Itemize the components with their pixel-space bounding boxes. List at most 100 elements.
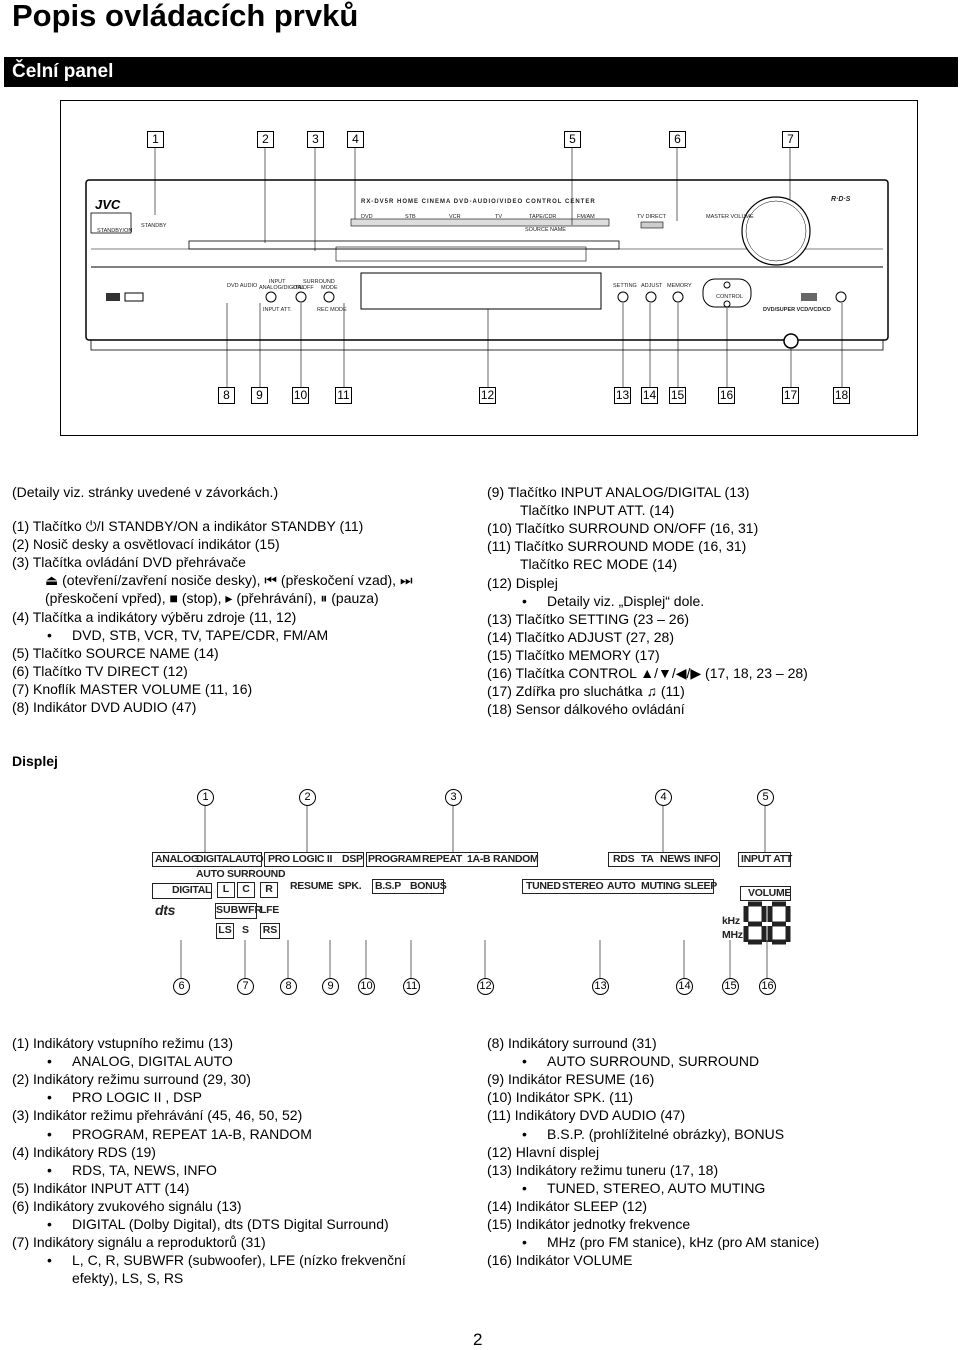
list-item: (8) Indikátor DVD AUDIO (47) (12, 699, 197, 715)
callout: 2 (299, 789, 316, 806)
callout: 1 (147, 131, 164, 148)
list-item: (5) Indikátor INPUT ATT (14) (12, 1179, 190, 1196)
list-item: (3) Tlačítka ovládání DVD přehrávače (12, 554, 246, 571)
list-item: RDS, TA, NEWS, INFO (47, 1161, 217, 1179)
callout: 7 (782, 131, 799, 148)
callout: 13 (592, 978, 609, 995)
khz-indicator: kHz (722, 915, 740, 927)
list-item: AUTO SURROUND, SURROUND (522, 1052, 759, 1070)
callout: 8 (218, 387, 235, 404)
speaker-ls: LS (216, 923, 234, 939)
display-leaders (180, 806, 791, 978)
callout: 6 (669, 131, 686, 148)
speaker-r: R (260, 882, 278, 898)
list-item: (9) Tlačítko INPUT ANALOG/DIGITAL (13) (487, 484, 750, 500)
list-item: MHz (pro FM stanice), kHz (pro AM stanic… (522, 1233, 819, 1251)
analog-digital-label: ANALOG/DIGITAL (259, 285, 305, 291)
list-item: (4) Indikátory RDS (19) (12, 1143, 156, 1160)
page-title: Popis ovládacích prvků (12, 0, 359, 33)
callout: 7 (237, 978, 254, 995)
list-item: (4) Tlačítka a indikátory výběru zdroje … (12, 608, 297, 625)
list-item: (10) Indikátor SPK. (11) (487, 1089, 634, 1106)
pro-logic-indicator: PRO LOGIC II (268, 853, 333, 865)
callout: 8 (280, 978, 297, 995)
callout: 1 (197, 789, 214, 806)
input-att-label: INPUT ATT. (263, 307, 292, 313)
callout: 3 (445, 789, 462, 806)
list-item: (9) Indikátor RESUME (16) (487, 1071, 655, 1088)
callout: 10 (358, 978, 375, 995)
resume-indicator: RESUME (290, 880, 334, 892)
dvd-formats-label: DVD/SUPER VCD/VCD/CD (763, 307, 831, 313)
source-stb: STB (405, 214, 416, 220)
input-label: INPUT (269, 279, 286, 285)
list-item: (5) Tlačítko SOURCE NAME (14) (12, 644, 219, 661)
list-item: Tlačítko REC MODE (14) (520, 556, 678, 573)
ta-indicator: TA (641, 853, 654, 865)
callout: 14 (641, 387, 658, 404)
tv-direct-label: TV DIRECT (637, 214, 667, 220)
dolby-digital-indicator: DIGITAL (172, 884, 212, 896)
control-label: CONTROL (716, 294, 743, 300)
callout: 5 (564, 131, 581, 148)
bonus-indicator: BONUS (410, 880, 447, 892)
list-item: (15) Tlačítko MEMORY (17) (487, 646, 660, 663)
rds-indicator: RDS (613, 853, 635, 865)
callout: 4 (347, 131, 364, 148)
list-item: (6) Tlačítko TV DIRECT (12) (12, 662, 188, 679)
callout: 17 (782, 387, 799, 404)
info-indicator: INFO (694, 853, 718, 865)
page-number: 2 (473, 1330, 483, 1349)
on-off-label: ON/OFF (293, 285, 314, 291)
setting-label: SETTING (613, 283, 637, 289)
program-indicator: PROGRAM (368, 853, 421, 865)
list-item: DVD, STB, VCR, TV, TAPE/CDR, FM/AM (47, 626, 328, 644)
source-fmam: FM/AM (577, 214, 595, 220)
speaker-rs: RS (260, 923, 280, 939)
list-item: efekty), LS, S, RS (72, 1270, 184, 1287)
front-panel-figure: 1 2 3 4 5 6 7 8 9 10 11 12 13 14 15 16 1… (60, 100, 918, 436)
analog-indicator: ANALOG (155, 853, 199, 865)
sleep-indicator: SLEEP (684, 880, 717, 892)
list-item: L, C, R, SUBWFR (subwoofer), LFE (nízko … (47, 1251, 406, 1269)
brand-logo: JVC (95, 197, 121, 212)
master-volume-label: MASTER VOLUME (706, 214, 754, 220)
model-line: RX-DV5R HOME CINEMA DVD-AUDIO/VIDEO CONT… (361, 199, 596, 205)
list-item: (2) Nosič desky a osvětlovací indikátor … (12, 536, 280, 553)
list-item: ⏏ (otevření/zavření nosiče desky), ⏮ (př… (45, 572, 413, 589)
auto-indicator: AUTO (235, 853, 264, 865)
rec-mode-label: REC MODE (317, 307, 347, 313)
callout: 2 (257, 131, 274, 148)
list-item: (2) Indikátory režimu surround (29, 30) (12, 1071, 251, 1088)
list-item: (6) Indikátory zvukového signálu (13) (12, 1197, 242, 1214)
auto-surround-indicator: AUTO SURROUND (196, 868, 286, 880)
subwfr-indicator: SUBWFR (215, 903, 262, 919)
list-item: (8) Indikátory surround (31) (487, 1035, 657, 1051)
stereo-indicator: STEREO (562, 880, 604, 892)
list-item: (7) Indikátory signálu a reproduktorů (3… (12, 1234, 266, 1251)
list-item: TUNED, STEREO, AUTO MUTING (522, 1179, 765, 1197)
auto-muting-auto: AUTO (607, 880, 636, 892)
list-item: (17) Zdířka pro sluchátka ♫ (11) (487, 683, 685, 700)
repeat-ab-indicator: 1A-B (467, 853, 491, 865)
display-figure: 1 2 3 4 5 6 7 8 9 10 11 12 13 14 15 16 A… (0, 780, 960, 1010)
callout: 16 (759, 978, 776, 995)
source-tv: TV (495, 214, 503, 220)
callout: 10 (292, 387, 309, 404)
mode-label: MODE (321, 285, 338, 291)
list-item: (3) Indikátor režimu přehrávání (45, 46,… (12, 1107, 303, 1124)
callout: 9 (251, 387, 268, 404)
list-item: (18) Sensor dálkového ovládání (487, 701, 685, 718)
list-item: (14) Tlačítko ADJUST (27, 28) (487, 628, 674, 645)
list-item: (10) Tlačítko SURROUND ON/OFF (16, 31) (487, 520, 759, 537)
list-item: B.S.P. (prohlížitelné obrázky), BONUS (522, 1125, 784, 1143)
list-item: Detaily viz. „Displej“ dole. (522, 592, 704, 610)
volume-indicator: VOLUME (748, 887, 792, 899)
callout: 5 (757, 789, 774, 806)
speaker-s: S (242, 924, 249, 936)
list-item: ANALOG, DIGITAL AUTO (47, 1052, 233, 1070)
bsp-indicator: B.S.P (375, 880, 401, 892)
dsp-indicator: DSP (342, 853, 363, 865)
list-item: Tlačítko INPUT ATT. (14) (520, 502, 675, 519)
source-dvd: DVD (361, 214, 373, 220)
